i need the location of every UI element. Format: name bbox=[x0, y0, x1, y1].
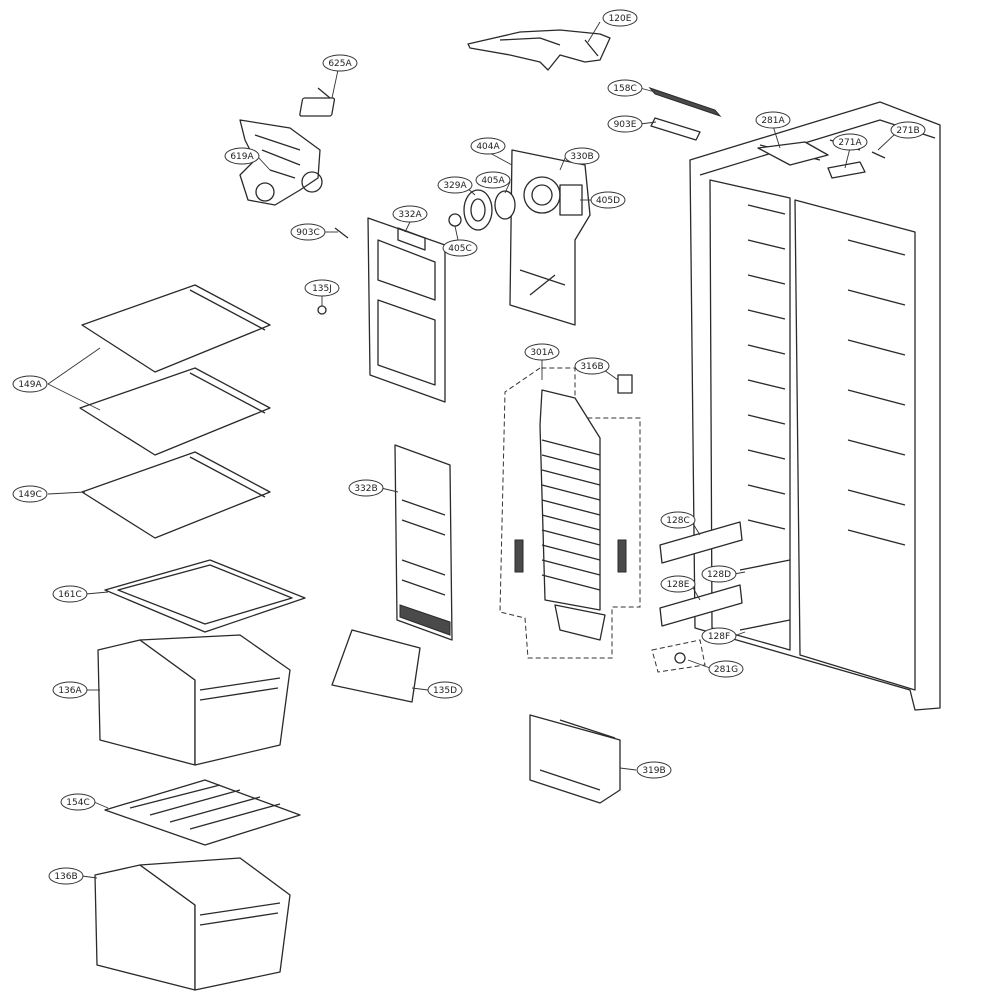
callout-405c: 405C bbox=[442, 239, 478, 257]
part-fan-blade bbox=[463, 189, 493, 231]
callout-label: 903E bbox=[614, 120, 637, 130]
callout-154c: 154C bbox=[60, 793, 96, 811]
callout-label: 319B bbox=[642, 766, 665, 776]
callout-135j: 135J bbox=[304, 279, 340, 297]
callout-label: 316B bbox=[580, 362, 603, 372]
callout-128c: 128C bbox=[660, 511, 696, 529]
part-small-stopper bbox=[317, 305, 327, 315]
part-upper-grille bbox=[367, 217, 446, 403]
callout-label: 128E bbox=[667, 580, 690, 590]
callout-label: 405D bbox=[596, 196, 620, 206]
callout-903c: 903C bbox=[290, 223, 326, 241]
callout-329a: 329A bbox=[437, 176, 473, 194]
callout-label: 404A bbox=[476, 142, 500, 152]
callout-319b: 319B bbox=[636, 761, 672, 779]
part-lamp-bar bbox=[648, 86, 722, 118]
part-fan-housing bbox=[509, 149, 591, 326]
callout-label: 149A bbox=[18, 380, 42, 390]
callout-label: 154C bbox=[66, 798, 89, 808]
callout-301a: 301A bbox=[524, 343, 560, 361]
part-glass-shelf-middle bbox=[79, 367, 271, 456]
part-fan-motor bbox=[494, 190, 516, 220]
callout-405d: 405D bbox=[590, 191, 626, 209]
callout-128f: 128F bbox=[701, 627, 737, 645]
callout-158c: 158C bbox=[607, 79, 643, 97]
part-evaporator-assembly bbox=[499, 367, 641, 659]
part-drain-tray bbox=[529, 714, 621, 804]
callout-label: 136B bbox=[54, 872, 77, 882]
callout-271a: 271A bbox=[832, 133, 868, 151]
callout-label: 271B bbox=[896, 126, 919, 136]
callout-label: 281G bbox=[714, 665, 738, 675]
callout-label: 120E bbox=[609, 14, 632, 24]
part-label-plate bbox=[650, 117, 701, 141]
callout-label: 271A bbox=[838, 138, 862, 148]
callout-316b: 316B bbox=[574, 357, 610, 375]
callout-label: 128C bbox=[666, 516, 689, 526]
callout-label: 128F bbox=[708, 632, 730, 642]
part-glass-shelf-upper bbox=[81, 284, 271, 373]
callout-label: 619A bbox=[230, 152, 254, 162]
part-top-cover bbox=[467, 29, 611, 71]
part-defrost-sensor bbox=[617, 374, 633, 394]
callout-136b: 136B bbox=[48, 867, 84, 885]
part-lower-duct-panel bbox=[394, 444, 453, 641]
callout-label: 332A bbox=[398, 210, 422, 220]
callout-label: 149C bbox=[18, 490, 41, 500]
callout-128d: 128D bbox=[701, 565, 737, 583]
callout-label: 301A bbox=[530, 348, 554, 358]
callout-903e: 903E bbox=[607, 115, 643, 133]
part-crisper-cover bbox=[104, 559, 306, 633]
callout-128e: 128E bbox=[660, 575, 696, 593]
callout-405a: 405A bbox=[475, 171, 511, 189]
part-lower-hinge bbox=[651, 639, 706, 673]
callout-332a: 332A bbox=[392, 205, 428, 223]
part-drawer-shelf-grid bbox=[104, 779, 301, 846]
callout-label: 158C bbox=[613, 84, 636, 94]
part-grommet bbox=[448, 213, 462, 227]
callout-149a: 149A bbox=[12, 375, 48, 393]
callout-label: 136A bbox=[58, 686, 82, 696]
callout-161c: 161C bbox=[52, 585, 88, 603]
part-crisper-drawer-upper bbox=[97, 634, 291, 766]
callout-332b: 332B bbox=[348, 479, 384, 497]
callout-281a: 281A bbox=[755, 111, 791, 129]
leader-lines bbox=[47, 21, 896, 879]
callout-136a: 136A bbox=[52, 681, 88, 699]
callout-label: 161C bbox=[58, 590, 81, 600]
callout-label: 329A bbox=[443, 181, 467, 191]
callout-label: 625A bbox=[328, 59, 352, 69]
part-upper-hinge bbox=[757, 141, 886, 179]
part-screw bbox=[334, 227, 349, 239]
callout-619a: 619A bbox=[224, 147, 260, 165]
callout-281g: 281G bbox=[708, 660, 744, 678]
callout-label: 281A bbox=[761, 116, 785, 126]
callout-271b: 271B bbox=[890, 121, 926, 139]
callout-120e: 120E bbox=[602, 9, 638, 27]
callout-404a: 404A bbox=[470, 137, 506, 155]
part-drawer-rails bbox=[659, 521, 791, 631]
part-control-module bbox=[299, 87, 336, 117]
callout-label: 135J bbox=[312, 284, 332, 294]
evaporator-coils bbox=[541, 439, 601, 591]
callout-label: 405C bbox=[448, 244, 471, 254]
part-crisper-drawer-lower bbox=[94, 857, 291, 991]
callout-135d: 135D bbox=[427, 681, 463, 699]
part-refrigerator-cabinet bbox=[689, 101, 941, 711]
callout-label: 903C bbox=[296, 228, 319, 238]
callout-label: 135D bbox=[433, 686, 457, 696]
callout-625a: 625A bbox=[322, 54, 358, 72]
callout-label: 128D bbox=[707, 570, 731, 580]
callout-149c: 149C bbox=[12, 485, 48, 503]
callout-label: 332B bbox=[354, 484, 377, 494]
part-glass-shelf-lower bbox=[81, 451, 271, 539]
callout-label: 330B bbox=[570, 152, 593, 162]
part-shroud-cover bbox=[331, 629, 421, 703]
callout-label: 405A bbox=[481, 176, 505, 186]
callout-330b: 330B bbox=[564, 147, 600, 165]
cabinet-shelf-rails bbox=[747, 204, 906, 546]
